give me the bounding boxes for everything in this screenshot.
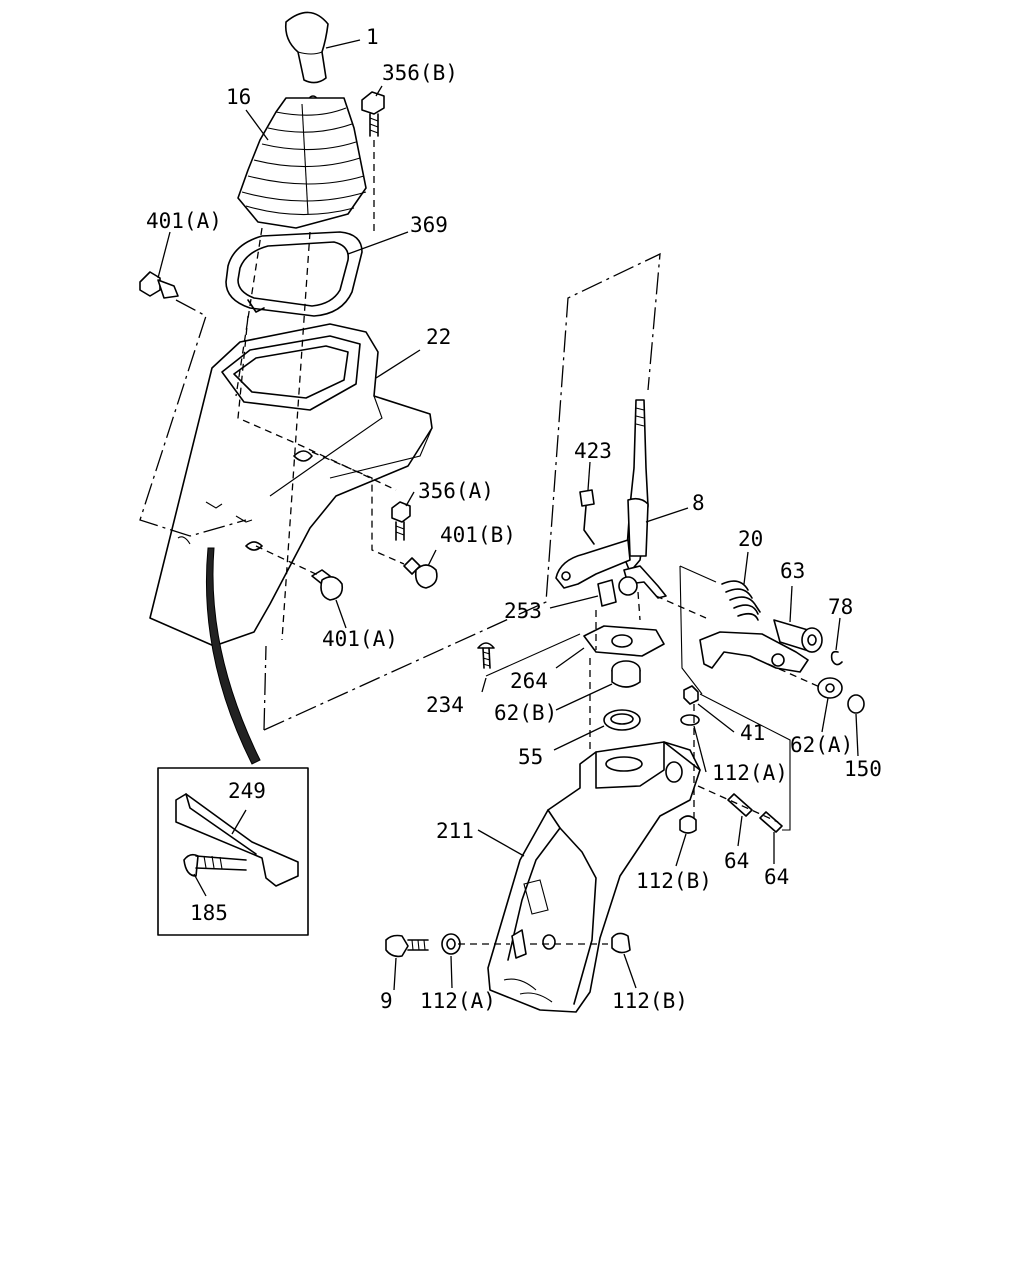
clip-78	[830, 650, 843, 666]
callout-62b: 62(B)	[494, 701, 557, 725]
bushing-112b-right	[679, 815, 697, 834]
callout-234: 234	[426, 693, 464, 717]
bushing-62b	[611, 660, 641, 688]
washer-112a-right	[680, 714, 700, 726]
shift-lever-8	[555, 399, 667, 599]
callout-112a-bottom: 112(A)	[420, 989, 496, 1013]
inset-arrow	[206, 547, 261, 765]
shift-arm	[699, 631, 809, 673]
clip-401b	[403, 557, 438, 589]
nut-41	[683, 685, 699, 705]
sleeve-63	[773, 619, 823, 653]
callout-62a: 62(A)	[790, 733, 853, 757]
wire-423	[579, 489, 595, 545]
pin-64-left	[727, 793, 753, 817]
shift-boot	[237, 97, 367, 229]
bolt-356a	[391, 501, 411, 541]
screw-234	[477, 642, 495, 669]
callout-112b-right: 112(B)	[636, 869, 712, 893]
bushing-112b-bottom	[611, 932, 631, 954]
spring-20	[721, 580, 761, 621]
clip-401a-top	[139, 271, 179, 299]
callout-401b: 401(B)	[440, 523, 516, 547]
bushing-253	[597, 579, 617, 607]
callout-249: 249	[228, 779, 266, 803]
bolt-356b	[361, 91, 385, 236]
tab-bottom	[511, 929, 527, 959]
callout-253: 253	[504, 599, 542, 623]
callout-8: 8	[692, 491, 705, 515]
washer-55	[603, 709, 641, 731]
callout-356a: 356(A)	[418, 479, 494, 503]
clip-401a-bottom	[311, 569, 344, 601]
callout-401a-bottom: 401(A)	[322, 627, 398, 651]
callout-150: 150	[844, 757, 882, 781]
cap-150	[847, 694, 865, 714]
callout-264: 264	[510, 669, 548, 693]
callout-185: 185	[190, 901, 228, 925]
callout-112b-bottom: 112(B)	[612, 989, 688, 1013]
shift-knob	[284, 11, 329, 105]
console-22	[149, 323, 433, 647]
washer-112a-bottom	[441, 933, 461, 955]
callout-369: 369	[410, 213, 448, 237]
callout-356b: 356(B)	[382, 61, 458, 85]
callout-78: 78	[828, 595, 853, 619]
callout-63: 63	[780, 559, 805, 583]
callout-22: 22	[426, 325, 451, 349]
pin-64-right	[759, 811, 783, 833]
callout-64-left: 64	[724, 849, 749, 873]
callout-9: 9	[380, 989, 393, 1013]
inset-detail-box	[157, 767, 309, 936]
callout-423: 423	[574, 439, 612, 463]
seal-369	[225, 231, 363, 317]
callout-16: 16	[226, 85, 251, 109]
callout-20: 20	[738, 527, 763, 551]
plate-264	[583, 625, 665, 657]
callout-41: 41	[740, 721, 765, 745]
washer-62a	[817, 677, 843, 699]
callout-211: 211	[436, 819, 474, 843]
callout-401a-top: 401(A)	[146, 209, 222, 233]
bolt-9	[385, 934, 429, 958]
ring-bottom	[542, 934, 556, 950]
callout-1: 1	[366, 25, 379, 49]
callout-55: 55	[518, 745, 543, 769]
callout-64-right: 64	[764, 865, 789, 889]
callout-112a-right: 112(A)	[712, 761, 788, 785]
